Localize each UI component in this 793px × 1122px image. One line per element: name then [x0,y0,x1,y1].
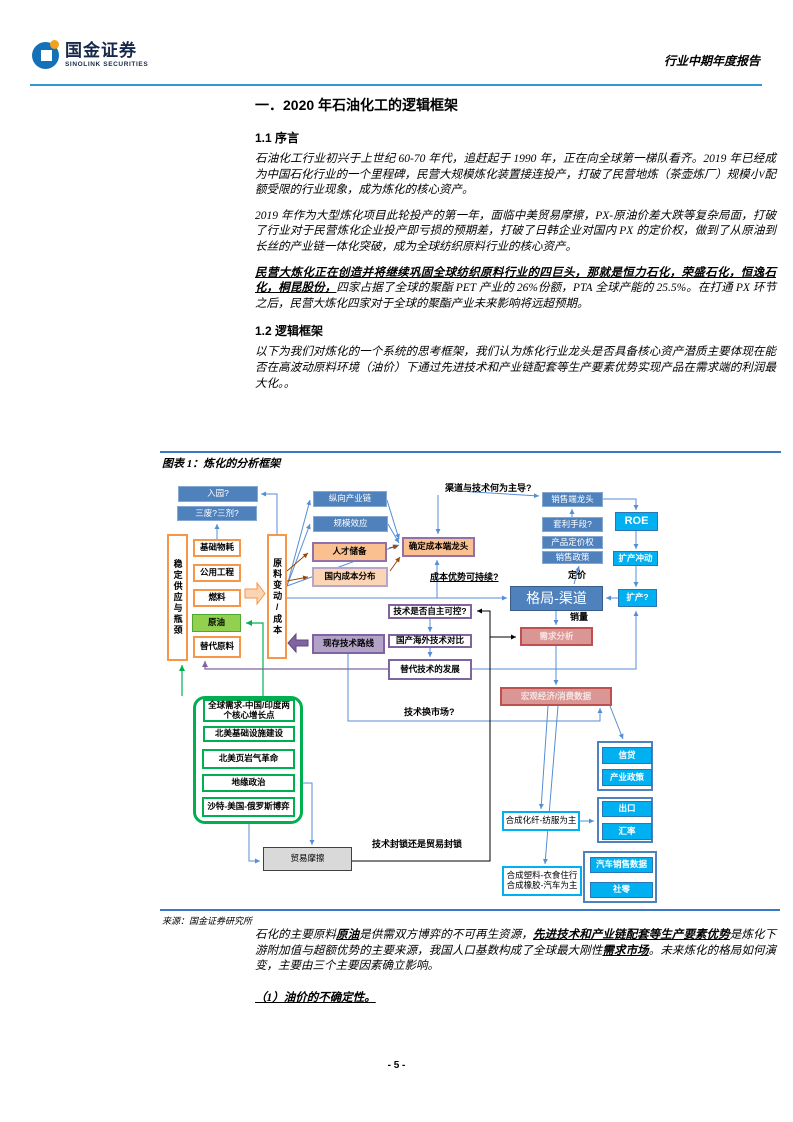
node-shate-boyi: 沙特-美国-俄罗斯博弈 [202,797,295,817]
node-taoli: 套利手段? [542,517,603,532]
label-qudao: 渠道与技术何为主导? [445,483,532,493]
paragraph-4: 以下为我们对炼化的一个系统的思考框架，我们认为炼化行业龙头是否具备核心资产潜质主… [255,346,776,390]
node-xiaoshou-zhengce: 销售政策 [542,551,603,564]
paragraph-5: 石化的主要原料原油是供需双方博弈的不可再生资源，先进技术和产业链配套等生产要素优… [255,929,777,973]
node-maoyi-moca: 贸易摩擦 [263,847,352,871]
analysis-framework-diagram: 入园? 三废?三剂? 稳定供应与瓶颈 基础物耗 公用工程 燃料 原油 替代原料 … [160,471,780,909]
node-tidai-jishu: 替代技术的发展 [388,659,472,680]
node-rencai: 人才储备 [312,542,387,562]
hecheng-xiangjiao-line2: 合成橡胶-汽车为主 [506,880,578,890]
node-jishu-zizhu: 技术是否自主可控? [388,604,472,619]
node-geju-qudao: 格局-渠道 [510,586,603,611]
node-queding: 确定成本端龙头 [402,537,475,557]
node-beimei-jichu: 北美基础设施建设 [203,726,295,742]
node-qiche-xiaoshou: 汽车销售数据 [590,857,653,873]
logo-en: SINOLINK SECURITIES [65,61,149,69]
node-kuochan-chongdong: 扩产冲动 [613,551,658,566]
sinolink-logo: 国金证券 SINOLINK SECURITIES [32,40,149,69]
figure-source: 来源：国金证券研究所 [162,916,253,926]
page-number: - 5 - [387,1060,406,1071]
paragraph-3: 民营大炼化正在创造并将继续巩固全球纺织原料行业的四巨头，那就是恒力石化，荣盛石化… [255,266,777,310]
node-zongxiang: 纵向产业链 [313,491,387,507]
figure-title: 图表 1：炼化的分析框架 [162,458,281,470]
node-xuqiu-fenxi: 需求分析 [520,627,593,646]
node-kuochan: 扩产? [618,589,657,607]
node-sheling: 社零 [590,882,653,898]
page-header: 国金证券 SINOLINK SECURITIES 行业中期年度报告 [30,0,762,86]
node-xiancun-jishu: 现存技术路线 [312,634,385,654]
node-guimo: 规模效应 [313,516,388,532]
node-chukou: 出口 [602,801,652,817]
figure-top-rule [160,451,781,453]
node-guonei: 国内成本分布 [312,567,388,587]
paragraph-1: 石油化工行业初兴于上世纪 60-70 年代，追赶起于 1990 年，正在向全球第… [255,153,776,197]
node-gongyong: 公用工程 [193,564,241,582]
node-roe: ROE [615,512,658,531]
label-chengben: 成本优势可持续? [430,572,499,582]
block-arrow-right-icon [244,581,266,606]
label-dingjia: 定价 [568,570,587,580]
node-xindai: 信贷 [602,747,652,764]
node-xiaoshou-longtou: 销售端龙头 [542,492,603,507]
node-guochan-duibi: 国产海外技术对比 [388,634,472,648]
report-type-label: 行业中期年度报告 [663,54,760,68]
node-huilv: 汇率 [602,823,652,840]
node-diyuan-zhengzhi: 地缘政治 [202,774,295,792]
node-quanqiu-xuqiu: 全球需求-中国/印度两个核心增长点 [203,699,295,722]
figure-1: 图表 1：炼化的分析框架 [160,451,781,927]
logo-cn: 国金证券 [65,41,137,61]
node-ruyuan: 入园? [178,486,258,502]
node-hecheng-huaxian: 合成化纤-纺服为主 [502,811,580,831]
node-wending: 稳定供应与瓶颈 [167,534,188,661]
node-sanfei: 三废?三剂? [177,506,257,521]
report-body: 一．2020 年石油化工的逻辑框架 1.1 序言 石油化工行业初兴于上世纪 60… [255,95,776,402]
figure-bottom-rule [160,909,780,911]
node-dingjiaquan: 产品定价权 [542,536,603,549]
hecheng-suliao-line1: 合成塑料-衣食住行 [506,870,578,881]
label-xiaoliang: 销量 [570,612,589,622]
paragraph-2: 2019 年作为大型炼化项目此轮投产的第一年，面临中美贸易摩擦，PX-原油价差大… [255,209,776,253]
paragraph-6: （1）油价的不确定性。 [255,991,376,1004]
node-hecheng-suliao: 合成塑料-衣食住行 合成橡胶-汽车为主 [502,866,582,896]
node-tidai-yuanliao: 替代原料 [193,636,241,658]
section-12-heading: 1.2 逻辑框架 [255,324,324,339]
node-hongguan: 宏观经济/消费数据 [500,687,612,706]
node-beimei-yanqi: 北美页岩气革命 [202,749,295,769]
node-chanye-zhengce: 产业政策 [602,769,652,786]
label-jishu-fengsuo: 技术封锁还是贸易封锁 [372,839,463,849]
sinolink-logo-icon [32,40,59,69]
node-jichu: 基础物耗 [193,539,241,557]
node-yuanyou: 原油 [192,614,241,632]
node-yuanliao-biandong: 原料变动/成本 [267,534,287,659]
report-body-bottom: 石化的主要原料原油是供需双方博弈的不可再生资源，先进技术和产业链配套等生产要素优… [255,928,776,1005]
chapter-title: 一．2020 年石油化工的逻辑框架 [255,97,459,113]
node-ranliao: 燃料 [193,589,241,607]
block-arrow-left-icon [287,632,309,654]
section-11-heading: 1.1 序言 [255,131,300,145]
label-jishu-huan: 技术换市场? [404,707,455,717]
